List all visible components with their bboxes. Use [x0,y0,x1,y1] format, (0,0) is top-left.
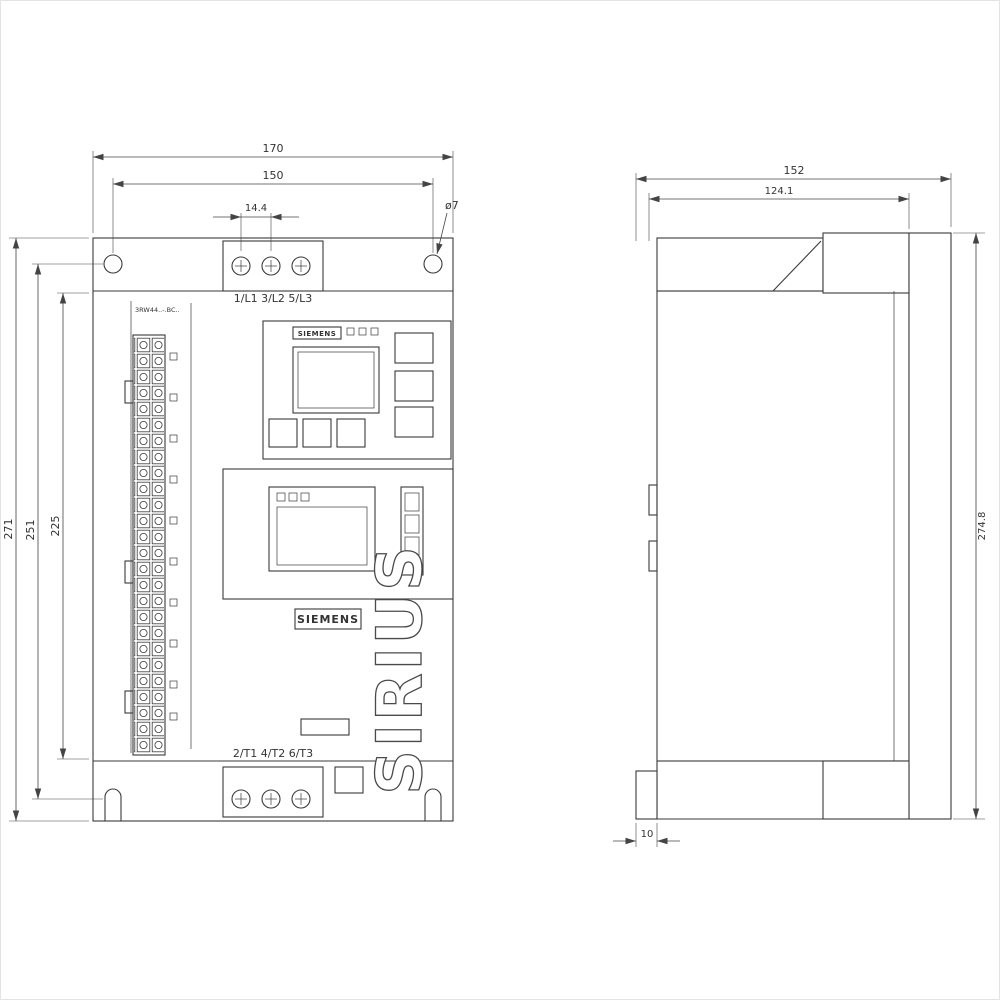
side-clip [124,380,134,404]
mounting-hole-top-right [423,254,443,274]
status-led [346,327,355,336]
mounting-hole-top-left [103,254,123,274]
display-brand-label: SIEMENS [298,330,337,338]
dim-text-170: 170 [263,142,284,155]
front-view: 1/L1 3/L2 5/L3 3RW44..-.BC.. SIEMENS [2,142,459,822]
dim-overall-depth: 152 [635,164,952,241]
side-clip [648,540,658,572]
bottom-rear-block [822,760,910,820]
type-code-label: 3RW44..-.BC.. [135,306,180,314]
keypad-button [268,418,298,448]
dim-body-height: 225 [49,292,89,760]
terminal-screw [231,256,251,276]
module-led [300,492,310,502]
top-terminal-label: 1/L1 3/L2 5/L3 [234,292,313,305]
dim-text-251: 251 [24,520,37,541]
dim-overall-height: 271 [2,237,89,822]
bottom-terminal-label: 2/T1 4/T2 6/T3 [233,747,313,760]
terminal-screw [231,789,251,809]
dim-text-14-4: 14.4 [245,203,267,214]
selector-slider [400,486,424,576]
din-rail-clip [635,770,658,820]
status-led [358,327,367,336]
dim-clip-depth: 10 [613,823,680,847]
terminal-screw [291,256,311,276]
display-brand-box [292,326,342,340]
keypad-button [394,406,434,438]
dim-text-225: 225 [49,516,62,537]
middle-module [222,468,454,600]
status-led [370,327,379,336]
dim-text-152: 152 [784,164,805,177]
module-led [276,492,286,502]
product-name-label: SIRIUS [363,543,436,795]
module-led [288,492,298,502]
module-display [268,486,376,572]
top-terminal-block [222,240,324,292]
dim-hole-spacing-v: 251 [24,263,103,800]
terminal-screw [261,256,281,276]
dim-text-124-1: 124.1 [765,186,794,197]
control-terminal-strip [124,334,178,756]
mounting-slot-bottom-right [424,788,442,821]
keypad-button [336,418,366,448]
mounting-slot-bottom-left [104,788,122,821]
dim-terminal-pitch: 14.4 [213,203,299,251]
dim-overall-width: 170 [92,142,454,233]
side-clip [648,484,658,516]
side-clip [124,560,134,584]
dim-text-10: 10 [641,829,654,840]
dim-text-150: 150 [263,169,284,182]
dim-hole-spacing-h: 150 [112,169,434,253]
dim-text-274-8: 274.8 [977,512,988,541]
bottom-slot [300,718,350,736]
dim-text-271: 271 [2,519,15,540]
bottom-terminal-block [222,766,364,818]
keypad-button [394,332,434,364]
display-keypad-module: SIEMENS [262,320,452,460]
terminal-screw [291,789,311,809]
back-mounting-plate [908,232,952,820]
keypad-button [302,418,332,448]
keypad-button [394,370,434,402]
side-housing-outline [635,232,952,820]
dim-hole-diameter: ø7 [436,199,459,255]
dim-side-overall-height: 274.8 [953,232,988,820]
brand-logo-label: SIEMENS [297,613,359,626]
dim-text-o7: ø7 [445,199,459,212]
terminal-screw [261,789,281,809]
brand-logo: SIEMENS [294,608,362,630]
display-screen [292,346,380,414]
dim-body-depth: 124.1 [648,186,910,241]
side-clip [124,690,134,714]
side-view: 152 124.1 274.8 10 [613,164,988,847]
top-rear-block [822,232,910,294]
